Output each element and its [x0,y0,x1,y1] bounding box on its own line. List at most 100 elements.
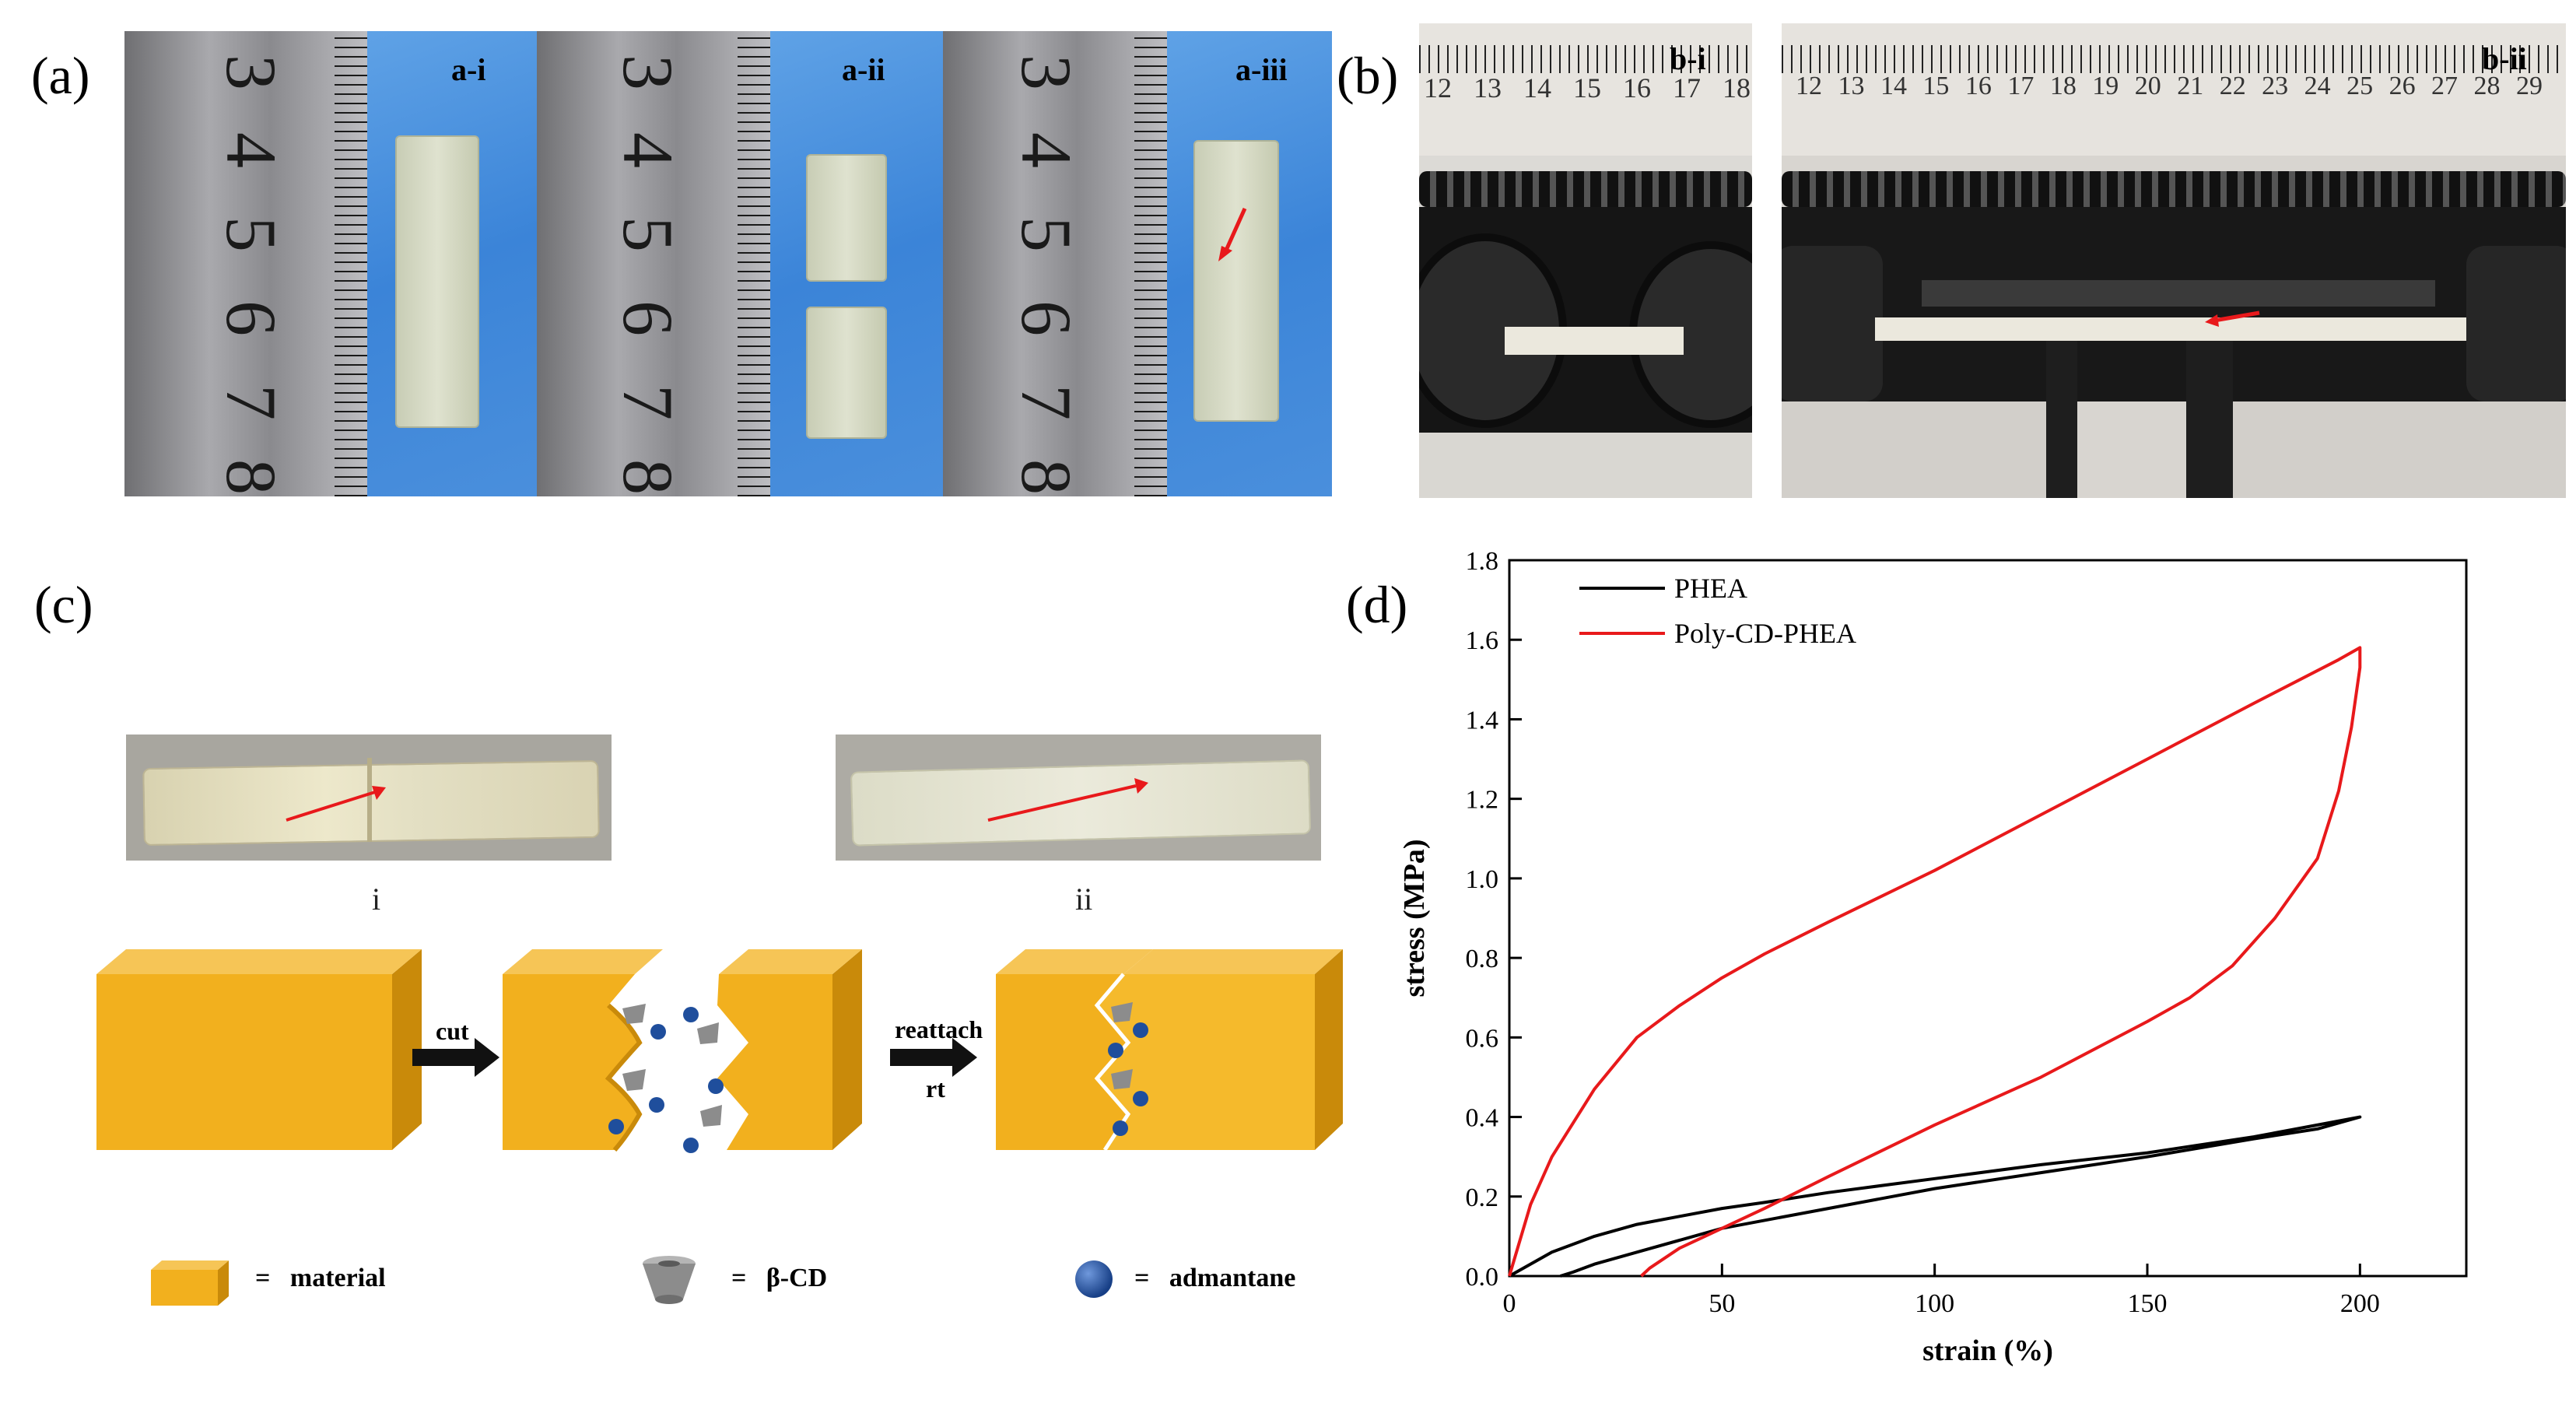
ruler-number: 18 [2049,72,2077,100]
legend-label: Poly-CD-PHEA [1674,618,1856,649]
photo-panel-b-i: 12 13 14 15 16 17 18 b-i [1419,23,1752,498]
legend-admantane-symbol [1075,1260,1113,1298]
panel-label-d: (d) [1346,575,1408,634]
ruler-number: 15 [1573,72,1601,103]
sample-strip-cut-bottom [806,307,887,439]
y-tick-label: 1.6 [1466,626,1499,655]
y-tick-label: 0.4 [1466,1104,1499,1133]
ruler-number: 12 [1424,72,1452,103]
cut-label: cut [436,1017,469,1045]
y-tick-label: 0.0 [1466,1263,1499,1292]
cut-arrow [412,1038,499,1077]
photo-caption-ii: ii [1075,882,1093,917]
ruler-number: 21 [2177,72,2204,100]
ruler-digit: 7 [608,384,688,420]
ruler-number: 13 [1838,72,1865,100]
ruler-number: 26 [2388,72,2416,100]
legend-label: PHEA [1674,573,1747,604]
ruler-number: 23 [2262,72,2289,100]
ruler-number: 16 [1964,72,1992,100]
ruler-number: 25 [2346,72,2374,100]
sample-strip-cut-top [806,154,887,282]
panel-label-b: (b) [1337,46,1399,105]
ruler-a-iii: 3 4 5 6 7 8 [943,31,1167,496]
admantane-sphere-icon [608,1119,624,1134]
ruler-digit: 3 [608,54,688,90]
red-arrow-icon [286,786,386,822]
subpanel-label-a-iii: a-iii [1235,52,1288,87]
beta-cd-cone-icon [697,1022,719,1044]
ruler-number: 13 [1474,72,1502,103]
reattach-arrow [890,1038,977,1077]
ruler-digit: 6 [608,300,688,336]
ruler-digit: 8 [1007,459,1086,495]
sample-strip-intact [395,135,479,428]
y-tick-label: 1.0 [1466,865,1499,894]
ruler-digit: 5 [1007,216,1086,252]
subpanel-label-b-i: b-i [1670,41,1706,76]
beta-cd-cone-icon [1111,1069,1133,1089]
admantane-sphere-icon [683,1007,699,1022]
x-tick-label: 150 [2128,1289,2168,1318]
y-tick-label: 1.2 [1466,786,1499,815]
y-tick-label: 0.8 [1466,945,1499,973]
ruler-number: 22 [2219,72,2246,100]
reattach-label: reattach [895,1015,983,1043]
red-arrow-icon [1218,207,1247,261]
y-tick-label: 1.4 [1466,706,1499,735]
ruler-digit: 7 [1007,384,1086,420]
admantane-sphere-icon [683,1138,699,1153]
legend-material-symbol [151,1260,229,1306]
ruler-a-i: 3 4 5 6 7 8 [124,31,367,496]
ruler-number: 20 [2134,72,2161,100]
ruler-number: 18 [1723,72,1751,103]
ruler-digit: 5 [608,216,688,252]
admantane-sphere-icon [650,1024,666,1040]
material-block-healed [996,949,1343,1152]
admantane-sphere-icon [1133,1091,1148,1106]
photo-healed-sample-ii [836,735,1321,861]
ruler-number: 14 [1880,72,1907,100]
ruler-number: 17 [1673,72,1701,103]
ruler-number: 28 [2473,72,2501,100]
series-line-poly-cd-phea [1508,646,2362,1278]
specimen-strip [1875,317,2466,341]
material-block-right-piece [717,949,862,1150]
x-tick-label: 100 [1915,1289,1954,1318]
ruler-number: 29 [2515,72,2543,100]
red-arrow-icon [987,778,1148,822]
red-arrow-icon [2205,310,2260,327]
photo-panel-a: 3 4 5 6 7 8 a-i 3 4 5 6 7 8 a-ii 3 4 5 6… [124,31,1332,496]
specimen-strip [1505,327,1684,355]
ruler-digit: 8 [608,459,688,495]
legend-beta-cd-text: = β-CD [731,1264,828,1292]
ruler-number: 16 [1623,72,1651,103]
ruler-digit: 3 [1007,54,1086,90]
ruler-number: 24 [2304,72,2331,100]
beta-cd-cone-icon [700,1105,722,1127]
material-block-left-piece [503,949,663,1152]
ruler-number: 19 [2092,72,2119,100]
rt-label: rt [926,1075,945,1103]
ruler-numbers-b-i: 12 13 14 15 16 17 18 [1424,72,1751,110]
y-tick-label: 0.6 [1466,1024,1499,1053]
admantane-sphere-icon [1113,1120,1128,1136]
legend-material-text: = material [255,1264,386,1292]
beta-cd-cone-icon [622,1004,646,1024]
subpanel-label-a-ii: a-ii [842,52,885,87]
beta-cd-cone-icon [622,1069,646,1091]
plot-frame [1508,559,2468,1278]
admantane-sphere-icon [1133,1022,1148,1038]
y-tick-label: 0.2 [1466,1183,1499,1212]
subpanel-label-a-i: a-i [451,52,486,87]
material-block-intact [96,949,422,1150]
ruler-number: 15 [1922,72,1950,100]
ruler-number: 14 [1523,72,1551,103]
y-axis-label: stress (MPa) [1398,840,1431,998]
ruler-digit: 4 [1007,132,1086,168]
subpanel-label-b-ii: b-ii [2482,41,2527,76]
ruler-number: 12 [1796,72,1822,100]
